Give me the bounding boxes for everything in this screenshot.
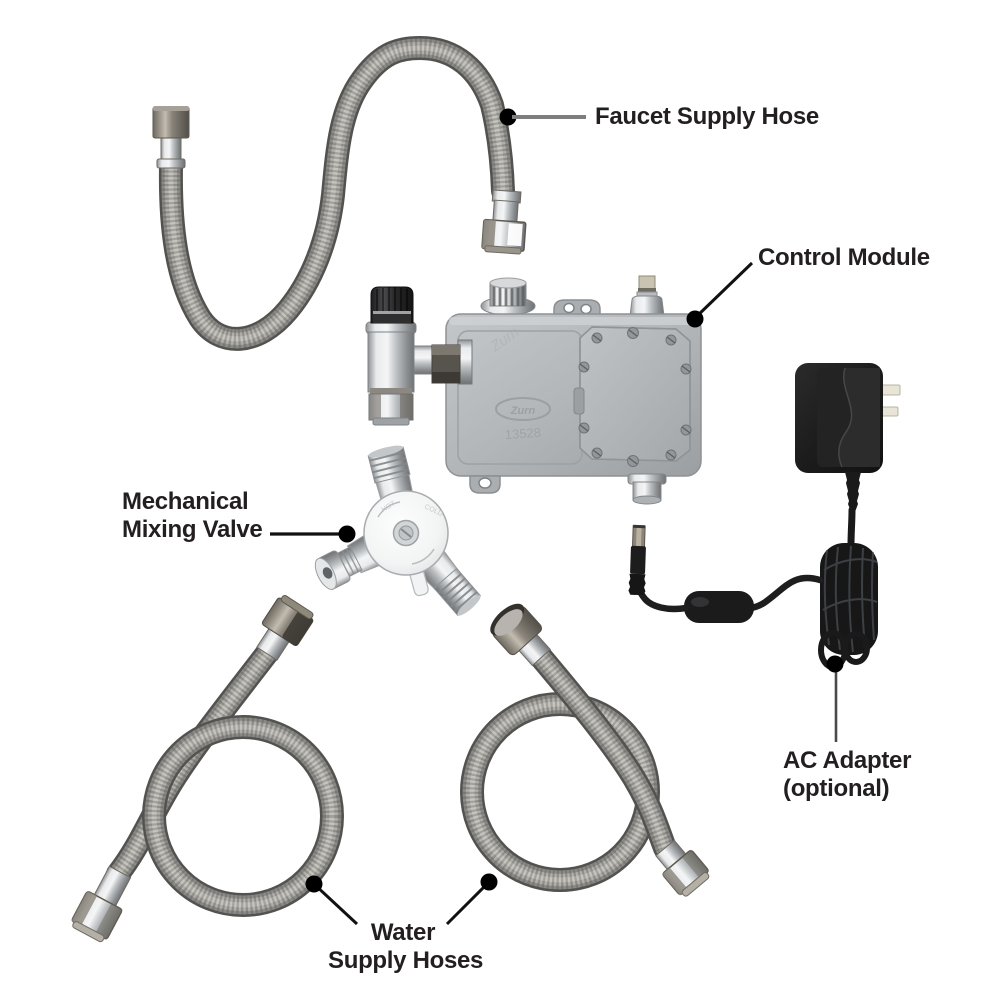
svg-text:Zurn: Zurn	[510, 405, 536, 417]
svg-text:13528: 13528	[504, 425, 541, 442]
